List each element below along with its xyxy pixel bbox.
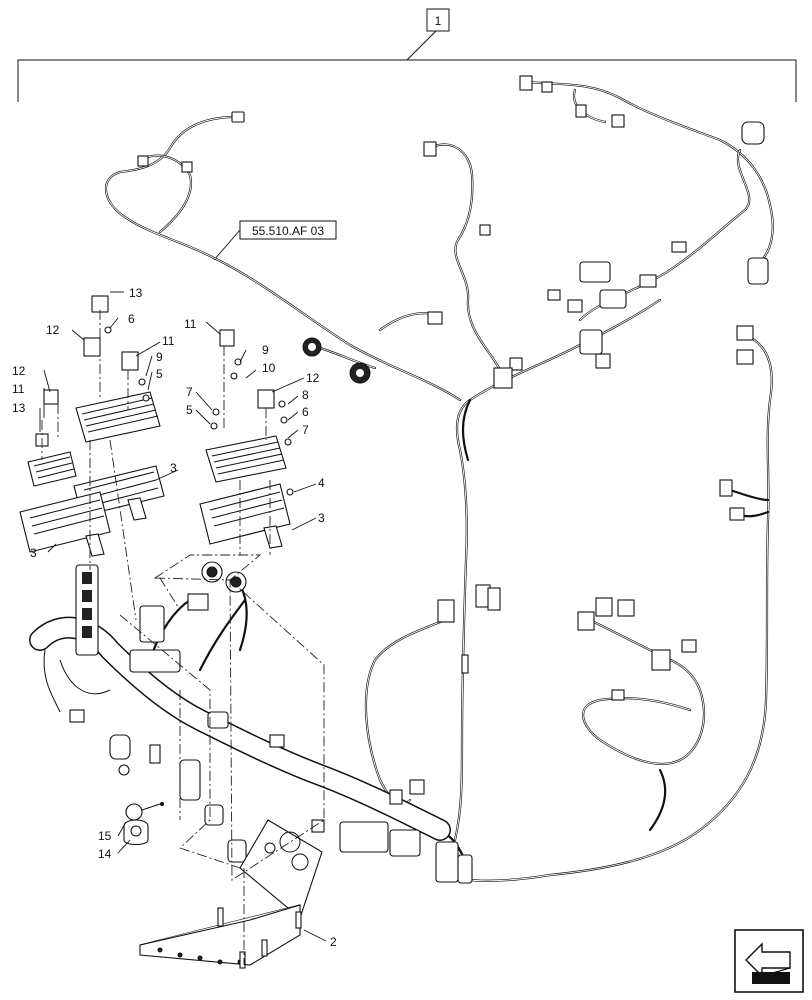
- callout-5: 5: [186, 403, 193, 417]
- callout-4: 4: [318, 476, 325, 490]
- callout-3: 3: [30, 546, 37, 560]
- assembly-lines: [41, 310, 325, 965]
- callout-10: 10: [262, 361, 276, 375]
- callout-13: 13: [12, 401, 26, 415]
- callout-9: 9: [262, 343, 269, 357]
- callout-6: 6: [302, 405, 309, 419]
- fuse-box-left: [27, 389, 77, 487]
- callout-7: 7: [186, 385, 193, 399]
- mounting-plate: [139, 819, 323, 969]
- callout-8: 8: [302, 388, 309, 402]
- fuse-holder-3: [199, 483, 291, 549]
- callout-14: 14: [98, 847, 112, 861]
- fuse-box-mid: [75, 295, 161, 443]
- callout-13: 13: [129, 286, 143, 300]
- callout-9: 9: [156, 350, 163, 364]
- callout-12: 12: [46, 323, 60, 337]
- callout-7: 7: [302, 423, 309, 437]
- small-hardware: [104, 326, 294, 496]
- callout-11: 11: [12, 382, 25, 396]
- harness-connectors: [69, 75, 769, 884]
- callout-3: 3: [318, 511, 325, 525]
- item-1-label: 1: [435, 14, 442, 28]
- callout-12: 12: [306, 371, 320, 385]
- callout-11: 11: [184, 317, 197, 331]
- reference-label: 55.510.AF 03: [252, 224, 324, 238]
- grommet: [123, 802, 164, 846]
- callout-leaders: [39, 291, 327, 942]
- fuse-holder-2: [19, 491, 111, 557]
- next-page-arrow-icon[interactable]: [734, 929, 804, 993]
- callout-12: 12: [12, 364, 26, 378]
- fuse-box-right: [205, 329, 287, 483]
- callout-3: 3: [170, 461, 177, 475]
- callout-labels: 13 12 6 11 9 5 12 11 13 3 3 11 9 10 12 7…: [12, 286, 337, 949]
- callout-15: 15: [98, 829, 112, 843]
- callout-2: 2: [330, 935, 337, 949]
- assembly-bracket: 1: [17, 8, 797, 102]
- callout-6: 6: [128, 312, 135, 326]
- callout-11: 11: [162, 334, 175, 348]
- callout-5: 5: [156, 367, 163, 381]
- reference-box[interactable]: 55.510.AF 03: [213, 220, 337, 261]
